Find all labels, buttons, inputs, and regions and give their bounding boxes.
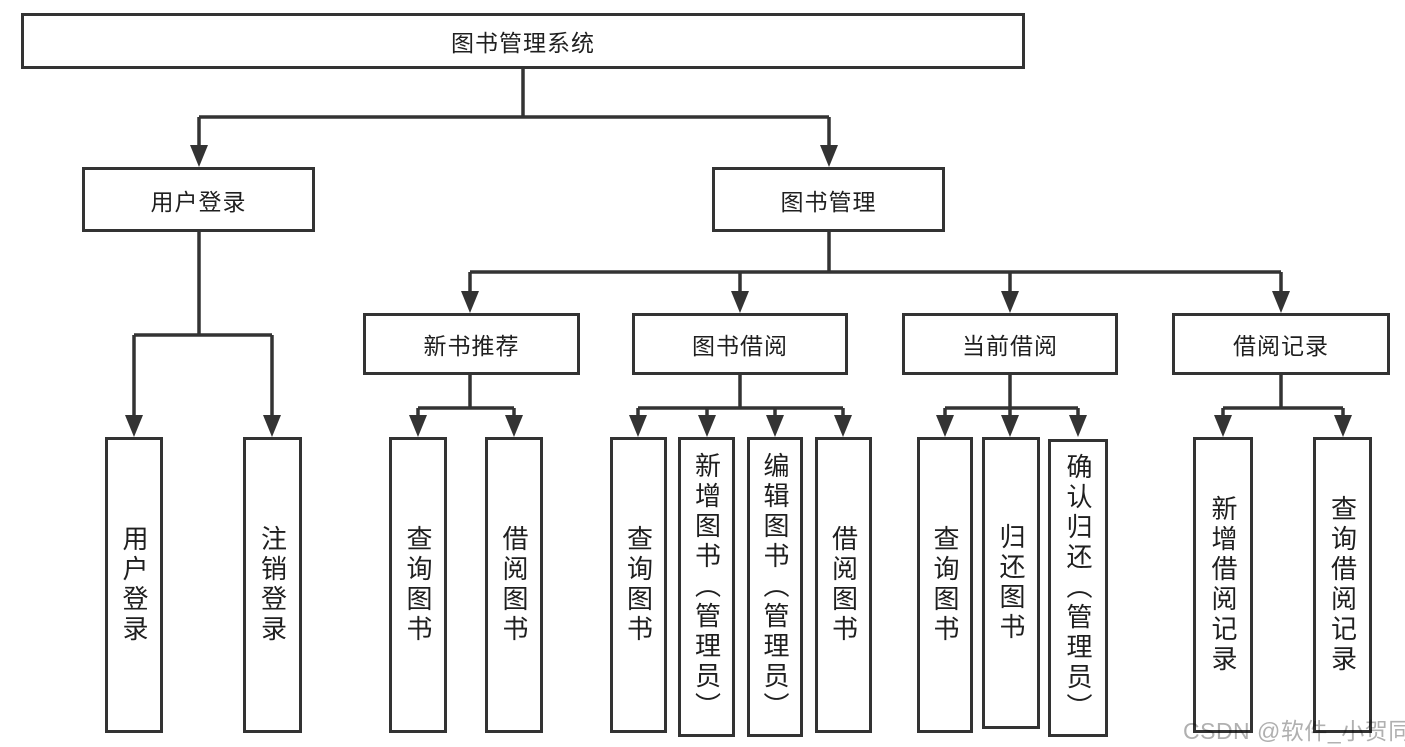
leaf-edit-book-admin: 编辑图书（管理员）: [747, 437, 803, 737]
arrow-down-icon: [1069, 415, 1087, 437]
arrow-down-icon: [461, 291, 479, 313]
leaf-add-borrow-record: 新增借阅记录: [1193, 437, 1253, 733]
arrow-down-icon: [190, 145, 208, 167]
arrow-down-icon: [834, 415, 852, 437]
leaf-rec-borrow-book: 借阅图书: [485, 437, 543, 733]
node-root-system: 图书管理系统: [21, 13, 1025, 69]
arrow-down-icon: [1001, 415, 1019, 437]
leaf-rec-query-book: 查询图书: [389, 437, 447, 733]
arrow-down-icon: [820, 145, 838, 167]
arrow-down-icon: [766, 415, 784, 437]
leaf-confirm-return-admin: 确认归还（管理员）: [1048, 439, 1108, 737]
arrow-down-icon: [731, 291, 749, 313]
node-new-book-recommend: 新书推荐: [363, 313, 580, 375]
arrow-down-icon: [263, 415, 281, 437]
leaf-return-book: 归还图书: [982, 437, 1040, 729]
node-user-login: 用户登录: [82, 167, 315, 232]
leaf-borrow-book: 借阅图书: [815, 437, 872, 733]
arrow-down-icon: [1001, 291, 1019, 313]
node-book-borrow: 图书借阅: [632, 313, 848, 375]
node-borrow-record: 借阅记录: [1172, 313, 1390, 375]
leaf-query-borrow-record: 查询借阅记录: [1313, 437, 1372, 733]
arrow-down-icon: [505, 415, 523, 437]
node-current-borrow: 当前借阅: [902, 313, 1118, 375]
arrow-down-icon: [1272, 291, 1290, 313]
leaf-user-login: 用户登录: [105, 437, 163, 733]
arrow-down-icon: [629, 415, 647, 437]
arrow-down-icon: [936, 415, 954, 437]
leaf-add-book-admin: 新增图书（管理员）: [678, 437, 735, 737]
csdn-watermark: CSDN @软件_小贺同学: [1183, 718, 1405, 744]
arrow-down-icon: [409, 415, 427, 437]
arrow-down-icon: [698, 415, 716, 437]
arrowheads: [125, 145, 1352, 437]
leaf-current-query-book: 查询图书: [917, 437, 973, 733]
leaf-logout: 注销登录: [243, 437, 302, 733]
arrow-down-icon: [125, 415, 143, 437]
node-book-management: 图书管理: [712, 167, 945, 232]
arrow-down-icon: [1214, 415, 1232, 437]
arrow-down-icon: [1334, 415, 1352, 437]
leaf-borrow-query-book: 查询图书: [610, 437, 667, 733]
